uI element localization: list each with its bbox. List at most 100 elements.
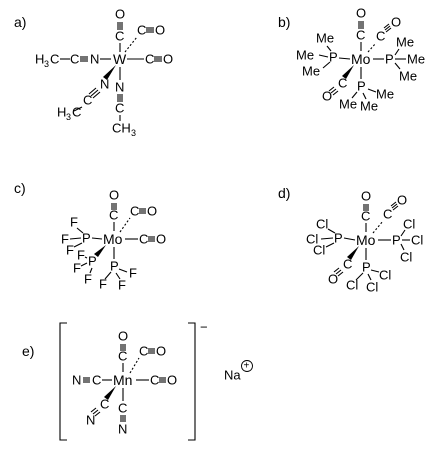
dashed-bond: [372, 220, 384, 234]
atom-c: C: [383, 207, 392, 222]
wedge-bond: [347, 246, 359, 260]
atom-f: F: [118, 278, 126, 293]
atom-c: C: [70, 52, 79, 67]
label-e: e): [22, 343, 34, 359]
atom-f: F: [99, 277, 107, 292]
bond: [318, 54, 329, 58]
label-b: b): [278, 14, 290, 30]
triple-bond: [90, 89, 99, 97]
metal-w: W: [113, 51, 127, 67]
atom-p: P: [334, 231, 343, 246]
bond: [394, 48, 400, 56]
atom-cl: Cl: [366, 280, 378, 295]
atom-o: O: [167, 373, 177, 388]
complex-e: e) − Mn O C C O C O N C: [22, 320, 253, 441]
atom-n: N: [90, 52, 99, 67]
atom-f: F: [129, 266, 137, 281]
atom-o: O: [147, 204, 157, 219]
atom-c: C: [50, 52, 59, 67]
complex-charge: −: [200, 320, 208, 335]
atom-cl: Cl: [313, 243, 325, 258]
label-c: c): [14, 180, 26, 196]
dashed-bond: [119, 217, 131, 233]
subscript-3: 3: [66, 112, 71, 122]
bond: [69, 237, 82, 240]
atom-cl: Cl: [400, 250, 412, 265]
atom-c: C: [115, 29, 124, 44]
atom-n: N: [118, 422, 127, 437]
bond: [355, 272, 364, 281]
triple-bond: [92, 91, 101, 99]
atom-n: N: [100, 77, 109, 92]
complex-c: c) Mo O C C O C O F F F P P F: [14, 180, 166, 293]
complex-d: d) Mo O C C O Cl Cl Cl P P Cl Cl Cl: [278, 185, 423, 295]
atom-o: O: [115, 7, 125, 22]
positive-charge: +: [244, 361, 250, 372]
triple-bond: [383, 23, 390, 29]
atom-o: O: [155, 23, 165, 38]
bond: [80, 262, 88, 267]
atom-p: P: [82, 231, 91, 246]
atom-f: F: [77, 248, 85, 263]
atom-c: C: [356, 28, 365, 43]
triple-bond: [384, 25, 391, 31]
complex-a: a) W O C C O C O H 3 C C N: [14, 7, 173, 139]
methyl: Me: [316, 31, 334, 46]
methyl: Me: [360, 99, 378, 114]
bond: [367, 273, 372, 281]
label-a: a): [14, 14, 26, 30]
atom-f: F: [66, 243, 74, 258]
atom-c: C: [145, 52, 154, 67]
bond: [322, 61, 331, 69]
bond: [370, 269, 380, 273]
atom-c: C: [109, 208, 118, 223]
metal-mo: Mo: [351, 51, 371, 67]
triple-bond: [337, 271, 344, 277]
left-bracket: [59, 322, 67, 441]
dashed-bond: [129, 357, 140, 374]
subscript-3: 3: [44, 59, 49, 69]
methyl: Me: [376, 87, 394, 102]
label-d: d): [278, 185, 290, 201]
atom-p: P: [385, 52, 394, 67]
bond: [394, 62, 401, 70]
triple-bond: [333, 267, 340, 273]
atom-o: O: [328, 272, 338, 287]
methyl: Me: [339, 97, 357, 112]
atom-cl: Cl: [403, 217, 415, 232]
triple-bond: [92, 409, 99, 415]
atom-c: C: [130, 204, 139, 219]
triple-bond: [390, 201, 397, 207]
atom-c: C: [83, 93, 92, 108]
bond: [351, 91, 358, 99]
atom-n: N: [86, 413, 95, 428]
sodium-counterion: Na: [224, 368, 241, 383]
methyl: Me: [396, 35, 414, 50]
metal-mo: Mo: [103, 231, 123, 247]
subscript-3: 3: [131, 128, 136, 138]
dashed-bond: [367, 42, 377, 53]
atom-o: O: [322, 89, 332, 104]
dashed-bond: [124, 36, 138, 53]
bond: [89, 267, 93, 274]
atom-c: C: [118, 401, 127, 416]
triple-bond: [90, 407, 97, 413]
bond: [400, 229, 406, 237]
triple-bond: [391, 203, 398, 209]
atom-n: N: [72, 373, 81, 388]
bond: [73, 106, 83, 112]
wedge-bond: [94, 245, 106, 257]
right-bracket: [188, 322, 196, 441]
atom-c: C: [137, 23, 146, 38]
methyl: Me: [296, 48, 314, 63]
atom-c: C: [139, 344, 148, 359]
atom-o: O: [109, 188, 119, 203]
atom-o: O: [156, 232, 166, 247]
bond: [400, 243, 405, 251]
atom-o: O: [391, 15, 401, 30]
bond: [115, 272, 121, 280]
triple-bond: [88, 87, 97, 95]
atom-o: O: [156, 344, 166, 359]
bond: [326, 45, 332, 52]
